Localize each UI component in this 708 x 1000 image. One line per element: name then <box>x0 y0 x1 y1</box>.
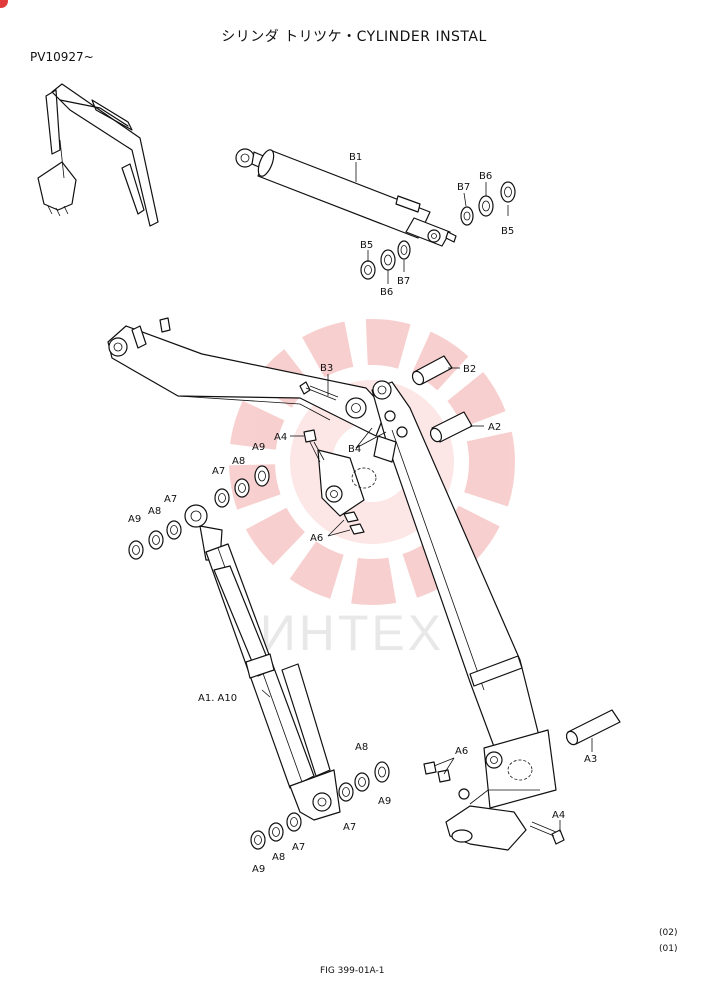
leader-lines <box>261 162 593 832</box>
washer-set-lower-right <box>338 761 390 802</box>
callout-b5-top: B5 <box>501 226 514 237</box>
callout-a6-top: A6 <box>310 533 323 544</box>
callout-b6-bottom: B6 <box>380 287 393 298</box>
callout-a8-1: A8 <box>232 456 245 467</box>
callout-a9-3: A9 <box>378 796 391 807</box>
callout-a8-2: A8 <box>148 506 161 517</box>
seal-ring-set-upper-right <box>460 181 516 226</box>
arm-cylinder-a1-a10 <box>184 504 341 821</box>
washer-set-upper-middle <box>214 465 270 508</box>
boom-cylinder-b1 <box>235 148 457 247</box>
nut-set-a6-lower <box>423 761 451 783</box>
callout-b1: B1 <box>349 152 362 163</box>
revision-mark-02: (02) <box>659 928 678 938</box>
revision-mark-01: (01) <box>659 944 678 954</box>
bolt-a4-upper <box>303 429 325 463</box>
figure-number: FIG 399-01A-1 <box>320 966 385 976</box>
callout-b6-top: B6 <box>479 171 492 182</box>
callout-a8-4: A8 <box>272 852 285 863</box>
callout-a9-4: A9 <box>252 864 265 875</box>
callout-b2: B2 <box>463 364 476 375</box>
bolt-a4-lower <box>529 821 565 845</box>
model-range: PV10927~ <box>30 50 94 64</box>
callout-a8-3: A8 <box>355 742 368 753</box>
callout-b3: B3 <box>320 363 333 374</box>
callout-a6-bottom: A6 <box>455 746 468 757</box>
callout-a9-2: A9 <box>128 514 141 525</box>
excavator-thumbnail <box>37 83 159 227</box>
seal-ring-set-upper-left <box>360 240 411 280</box>
callout-a2: A2 <box>488 422 501 433</box>
boom-arm-assembly <box>107 317 557 851</box>
washer-set-left-top <box>128 520 182 560</box>
callout-a7-4: A7 <box>292 842 305 853</box>
corner-marker <box>0 0 8 8</box>
callout-b7-top: B7 <box>457 182 470 193</box>
page-title: シリンダ トリツケ・CYLINDER INSTAL <box>221 29 487 45</box>
callout-b5-bottom: B5 <box>360 240 373 251</box>
nut-set-a6-upper <box>343 511 365 535</box>
callout-a7-2: A7 <box>164 494 177 505</box>
callout-a1-a10: A1. A10 <box>198 693 237 704</box>
callout-a3: A3 <box>584 754 597 765</box>
callout-a7-3: A7 <box>343 822 356 833</box>
callout-a4-bottom: A4 <box>552 810 565 821</box>
washer-set-lower-left <box>250 812 302 850</box>
callout-b7-bottom: B7 <box>397 276 410 287</box>
callout-a4-top: A4 <box>274 432 287 443</box>
pin-a2 <box>429 411 473 443</box>
bolt-b3 <box>299 381 339 401</box>
callout-b4: B4 <box>348 444 361 455</box>
pin-a3 <box>565 709 621 746</box>
watermark-text: ИНТЕХ <box>260 605 444 661</box>
callout-a9-1: A9 <box>252 442 265 453</box>
callout-a7-1: A7 <box>212 466 225 477</box>
